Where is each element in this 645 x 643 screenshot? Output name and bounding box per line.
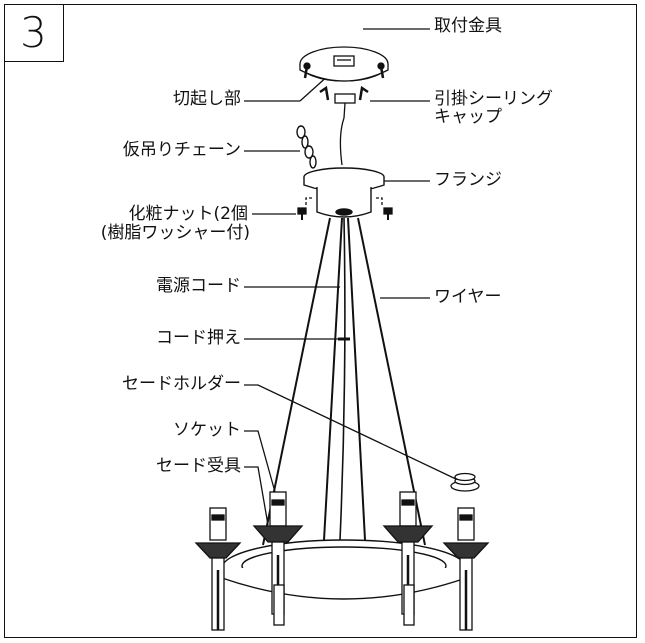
power-cord [339,217,346,541]
label-shade-holder: セードホルダー [122,374,241,394]
ring [221,539,467,600]
leader-shade-holder [244,384,459,481]
label-mounting-bracket: 取付金具 [434,16,502,36]
power-cord-upper [339,117,345,166]
hook-cap [319,85,369,119]
label-power-cord: 電源コード [156,276,241,296]
flange [303,167,385,218]
label-cutout: 切起し部 [173,89,241,109]
label-wire: ワイヤー [434,287,502,307]
decorative-nuts [297,197,393,220]
label-shade-receiver: セード受具 [156,456,241,476]
label-temp-chain: 仮吊りチェーン [122,140,241,160]
label-decor-nut-line2: (樹脂ワッシャー付) [100,223,250,243]
temporary-chain [296,125,317,169]
step-number: 3 [4,4,64,62]
label-hook-cap-line1: 引掛シーリング [434,89,553,109]
shade-holder [450,472,480,492]
leader-socket [244,430,276,493]
candle-arms [194,491,490,631]
label-socket: ソケット [173,420,241,440]
label-cord-clamp: コード押え [156,328,241,348]
diagram-frame [4,4,637,638]
label-hook-cap-line2: キャップ [434,107,502,127]
mounting-bracket [299,46,389,82]
label-decor-nut-line1: 化粧ナット(2個 [128,204,248,224]
arm-4 [442,507,490,631]
wires [262,217,426,546]
label-flange: フランジ [434,170,502,190]
leader-shade-receiver [244,466,269,526]
arm-1 [194,507,242,631]
